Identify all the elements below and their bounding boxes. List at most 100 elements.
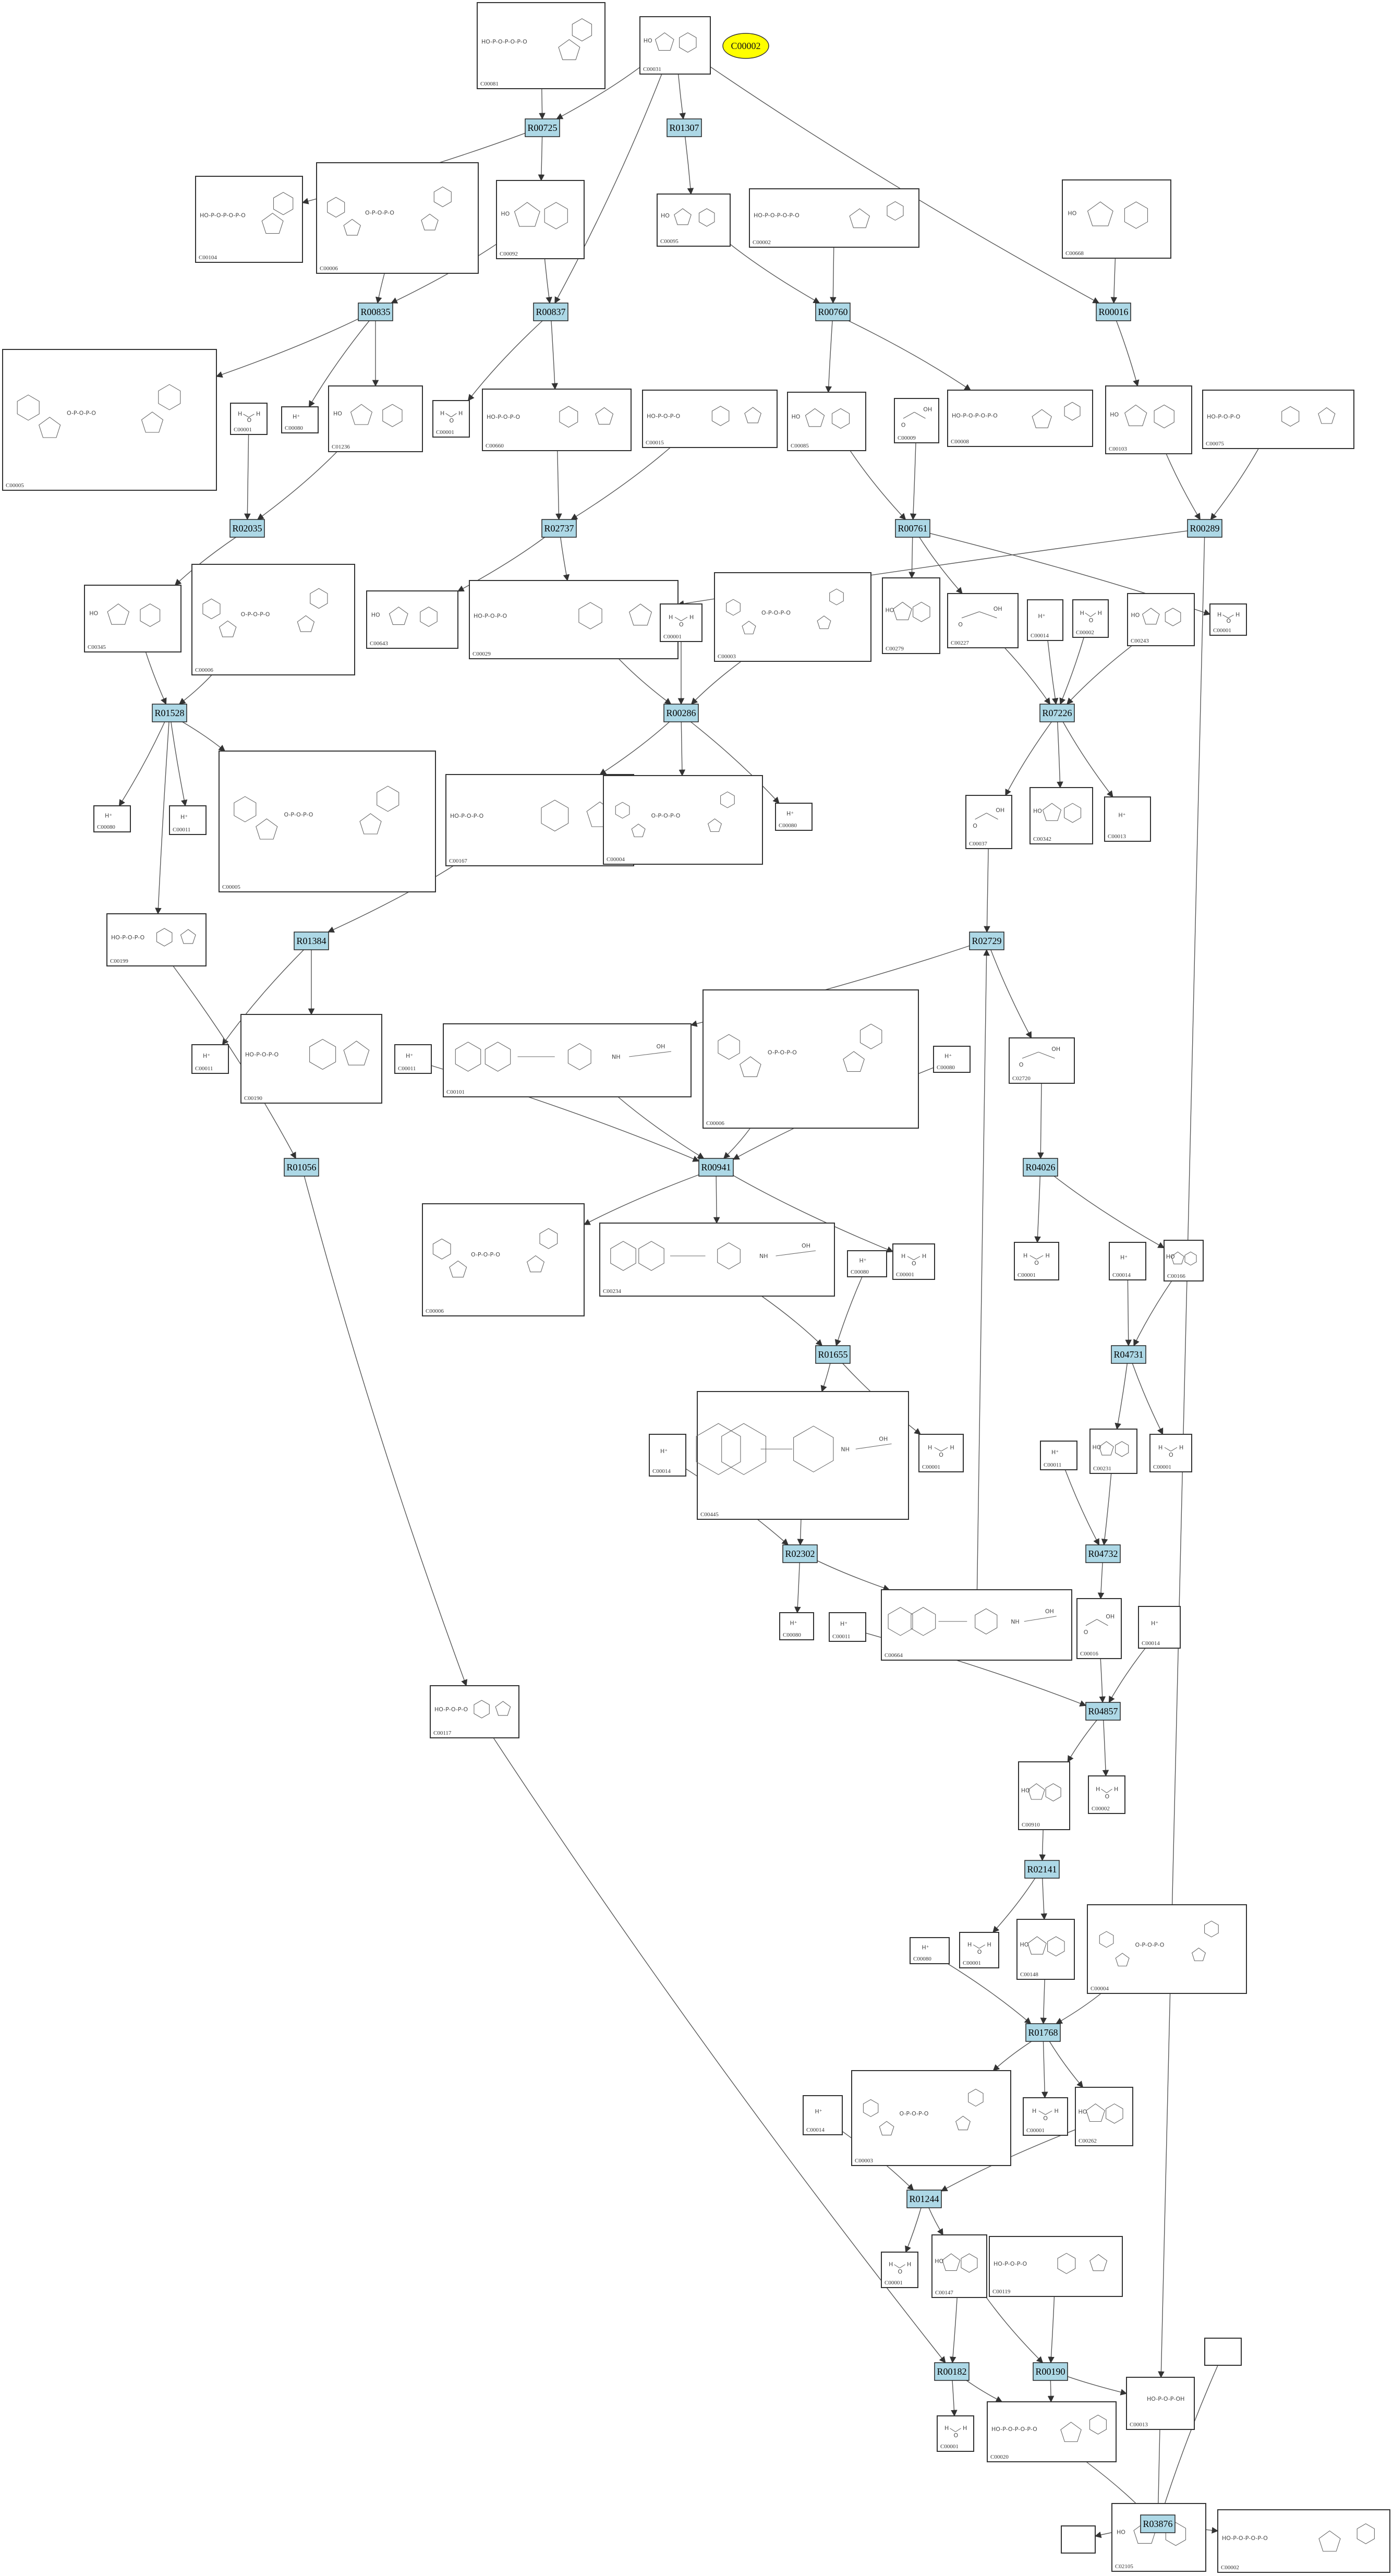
reaction-box[interactable] (1140, 2514, 1176, 2533)
compound-node[interactable]: H⁺C00080 (910, 1937, 950, 1964)
compound-box[interactable] (422, 1203, 585, 1316)
reaction-node[interactable]: R02737 (541, 519, 577, 538)
compound-box[interactable] (775, 803, 813, 831)
compound-box[interactable] (1076, 1598, 1122, 1659)
compound-box[interactable] (1138, 1606, 1181, 1649)
reaction-box[interactable] (1039, 704, 1075, 722)
compound-node[interactable]: H⁺C00014 (803, 2095, 843, 2135)
reaction-node[interactable]: R00725 (525, 118, 560, 137)
reaction-node[interactable]: R00941 (698, 1158, 734, 1177)
reaction-box[interactable] (152, 704, 187, 722)
compound-node[interactable]: H⁺C00080 (281, 406, 319, 433)
compound-node[interactable]: H⁺C00080 (933, 1046, 971, 1073)
compound-box[interactable] (195, 176, 303, 263)
compound-box[interactable] (1075, 2087, 1133, 2146)
compound-box[interactable] (851, 2070, 1011, 2166)
reaction-node[interactable]: R01056 (284, 1158, 319, 1177)
reaction-box[interactable] (1023, 1158, 1058, 1177)
compound-box[interactable] (642, 390, 778, 448)
compound-box[interactable] (1104, 796, 1151, 842)
reaction-node[interactable]: R00289 (1187, 519, 1222, 538)
compound-box[interactable] (918, 1434, 964, 1472)
reaction-node[interactable]: R00837 (533, 303, 568, 321)
reaction-box[interactable] (906, 2190, 942, 2208)
reaction-box[interactable] (533, 303, 568, 321)
compound-box[interactable] (1105, 385, 1192, 454)
reaction-node[interactable]: R02302 (782, 1544, 818, 1563)
compound-box[interactable] (931, 2234, 987, 2298)
compound-node[interactable]: H⁺C00014 (649, 1434, 686, 1477)
reaction-node[interactable]: R00190 (1033, 2362, 1068, 2381)
compound-box[interactable] (881, 2252, 918, 2288)
reaction-box[interactable] (1085, 1702, 1121, 1721)
compound-box[interactable] (1109, 1242, 1146, 1280)
reaction-box[interactable] (1024, 1860, 1060, 1879)
reaction-box[interactable] (284, 1158, 319, 1177)
compound-box[interactable] (649, 1434, 686, 1477)
compound-box[interactable] (959, 1932, 999, 1968)
compound-box[interactable] (803, 2095, 843, 2135)
compound-box[interactable] (702, 989, 919, 1129)
reaction-node[interactable]: R01768 (1025, 2023, 1061, 2042)
compound-box[interactable] (1111, 2503, 1206, 2572)
compound-box[interactable] (660, 603, 702, 642)
reaction-box[interactable] (782, 1544, 818, 1563)
compound-box[interactable] (1126, 2377, 1195, 2430)
compound-box[interactable] (230, 403, 268, 435)
compound-box[interactable] (847, 1250, 887, 1277)
reaction-node[interactable]: R01384 (294, 932, 329, 950)
reaction-box[interactable] (1187, 519, 1222, 538)
reaction-node[interactable]: R00835 (358, 303, 393, 321)
compound-node[interactable]: H⁺C00013 (1104, 796, 1151, 842)
compound-box[interactable] (1089, 1429, 1137, 1474)
compound-box[interactable] (84, 585, 181, 652)
reaction-node[interactable]: R04731 (1111, 1345, 1146, 1364)
compound-node[interactable]: H⁺C00011 (829, 1612, 866, 1642)
reaction-node[interactable]: R01655 (815, 1345, 851, 1364)
reaction-node[interactable]: R01528 (152, 704, 187, 722)
compound-box[interactable] (657, 193, 731, 247)
compound-node[interactable]: H⁺C00011 (169, 805, 207, 835)
compound-box[interactable] (1204, 2338, 1242, 2366)
reaction-box[interactable] (815, 303, 851, 321)
reaction-box[interactable] (1025, 2023, 1061, 2042)
compound-box[interactable] (469, 580, 679, 659)
reaction-node[interactable]: R01244 (906, 2190, 942, 2208)
